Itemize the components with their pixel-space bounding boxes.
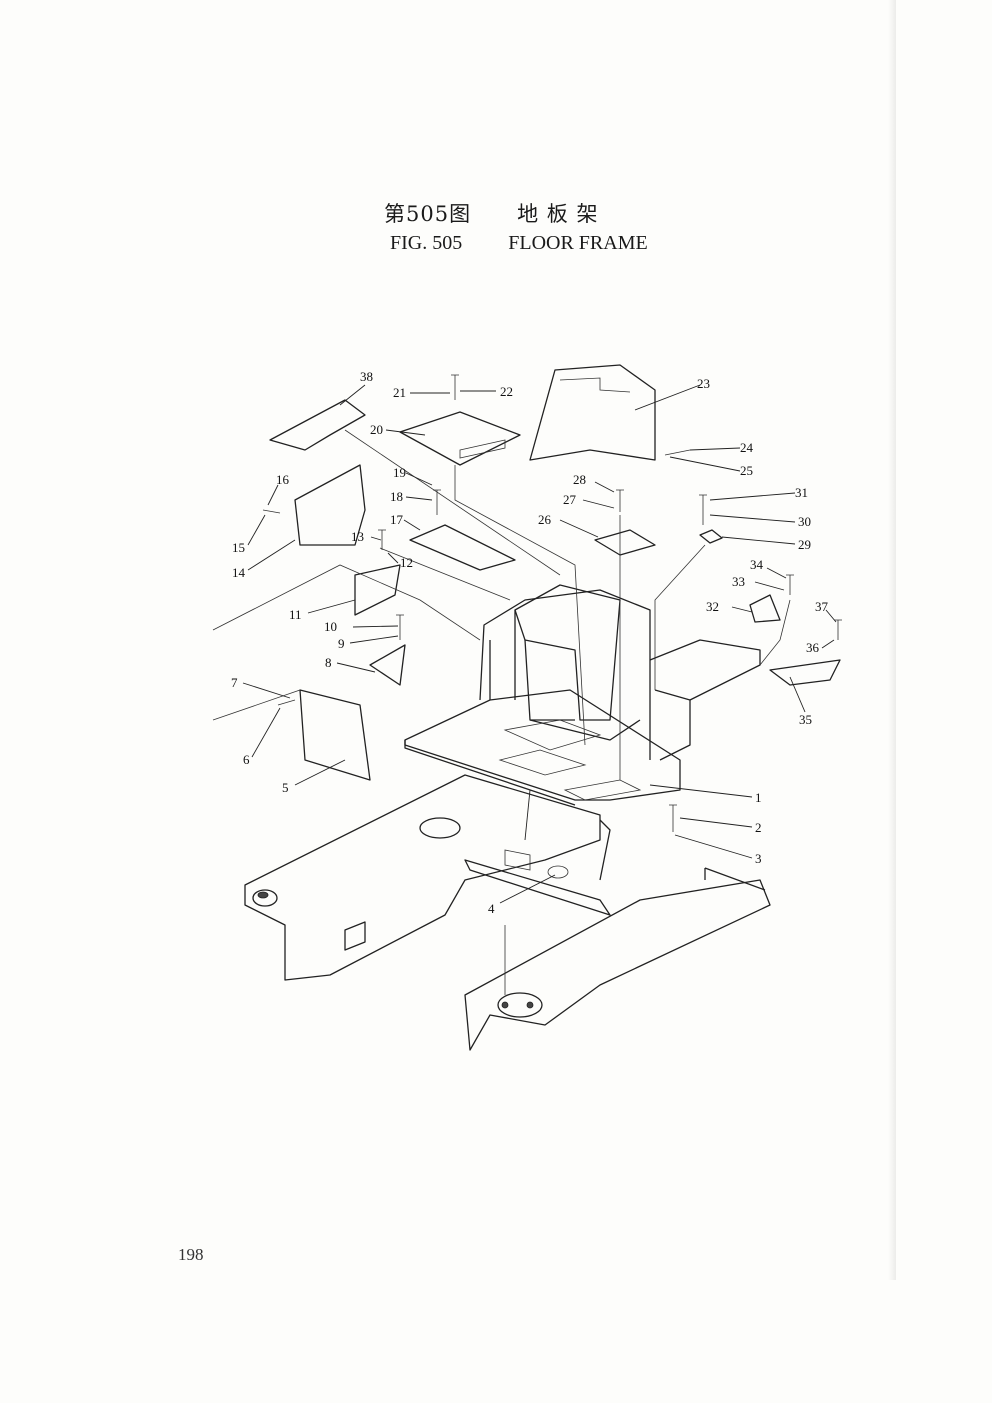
- part-23-shield: [529, 364, 656, 461]
- callout-1: 1: [755, 790, 762, 805]
- callout-14: 14: [232, 565, 246, 580]
- alignment-lines: [212, 429, 791, 995]
- callout-4: 4: [488, 901, 495, 916]
- callout-35: 35: [799, 712, 812, 727]
- callout-31: 31: [795, 485, 808, 500]
- part-5-panel: [299, 689, 371, 781]
- callout-20: 20: [370, 422, 383, 437]
- callout-7: 7: [231, 675, 238, 690]
- callout-29: 29: [798, 537, 811, 552]
- part-14-box: [294, 464, 366, 546]
- callout-labels: 1 2 3 4 5 6 7 8 9 10 11 12 13 14 15 16 1…: [231, 369, 829, 916]
- part-17-plate: [409, 524, 516, 571]
- figure-name-en: FLOOR FRAME: [508, 232, 648, 254]
- callout-23: 23: [697, 376, 710, 391]
- callout-18: 18: [390, 489, 403, 504]
- callout-5: 5: [282, 780, 289, 795]
- callout-2: 2: [755, 820, 762, 835]
- part-35-plate: [769, 659, 841, 686]
- callout-38: 38: [360, 369, 373, 384]
- floor-frame-main: [404, 584, 761, 881]
- callout-leaders: [242, 384, 837, 904]
- part-38-sheet: [269, 399, 366, 451]
- figure-number-en: FIG. 505: [390, 232, 463, 254]
- part-29-block: [699, 529, 723, 544]
- callout-19: 19: [393, 465, 406, 480]
- callout-28: 28: [573, 472, 586, 487]
- frame-rail-right: [464, 789, 771, 1051]
- callout-36: 36: [806, 640, 820, 655]
- callout-17: 17: [390, 512, 404, 527]
- part-11-plate: [354, 564, 401, 616]
- page-edge: [888, 0, 896, 1280]
- callout-16: 16: [276, 472, 290, 487]
- callout-32: 32: [706, 599, 719, 614]
- figure-number-cn: 第505图: [384, 202, 472, 226]
- callout-9: 9: [338, 636, 345, 651]
- part-8-bracket: [369, 644, 406, 686]
- callout-15: 15: [232, 540, 245, 555]
- callout-26: 26: [538, 512, 552, 527]
- figure-title-cn: 第505图 地 板 架: [384, 198, 598, 228]
- callout-25: 25: [740, 463, 753, 478]
- callout-6: 6: [243, 752, 250, 767]
- part-20-cover: [399, 411, 521, 466]
- callout-11: 11: [289, 607, 302, 622]
- callout-21: 21: [393, 385, 406, 400]
- figure-title-en: FIG. 505 FLOOR FRAME: [390, 232, 648, 255]
- callout-24: 24: [740, 440, 754, 455]
- callout-30: 30: [798, 514, 811, 529]
- callout-34: 34: [750, 557, 764, 572]
- callout-13: 13: [351, 529, 364, 544]
- callout-3: 3: [755, 851, 762, 866]
- page-number: 198: [178, 1245, 204, 1264]
- figure-name-cn: 地 板 架: [517, 202, 599, 226]
- callout-33: 33: [732, 574, 745, 589]
- callout-10: 10: [324, 619, 337, 634]
- callout-27: 27: [563, 492, 577, 507]
- callout-8: 8: [325, 655, 332, 670]
- part-32-clip: [749, 594, 781, 623]
- callout-37: 37: [815, 599, 829, 614]
- bolts-group: [262, 374, 842, 832]
- floor-plate-lower: [244, 774, 601, 981]
- part-26-plate: [594, 529, 656, 556]
- callout-12: 12: [400, 555, 413, 570]
- callout-22: 22: [500, 384, 513, 399]
